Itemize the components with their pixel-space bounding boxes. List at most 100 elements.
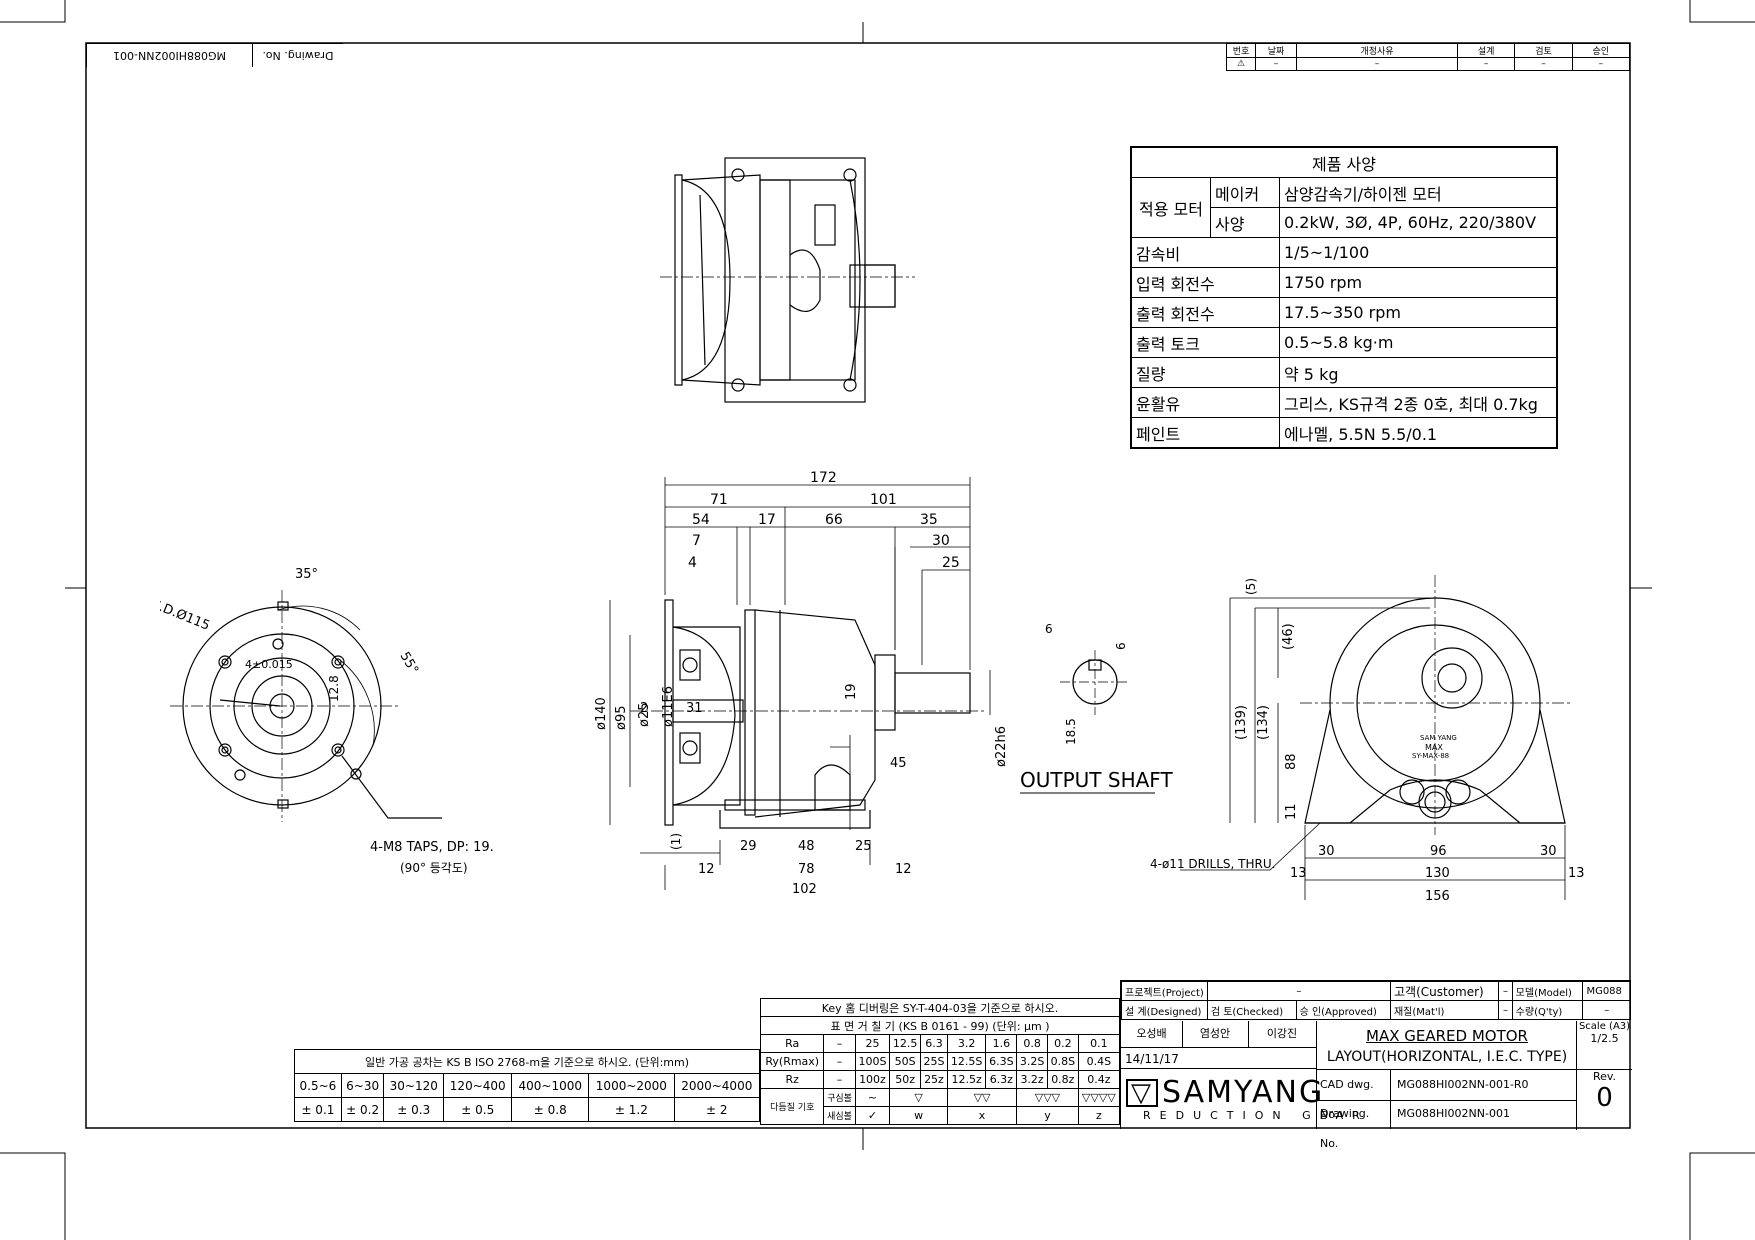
rz-cell: 50z bbox=[889, 1070, 922, 1089]
old-symbol: ▽▽▽ bbox=[1016, 1088, 1079, 1107]
model-value: MG088 bbox=[1582, 981, 1631, 1001]
dim-45: 45 bbox=[890, 756, 907, 771]
revision-table: 번호 날짜 개정사유 설계 검토 승인 ⚠ – – – – – bbox=[1226, 43, 1631, 71]
qty-label: 수량(Q'ty) bbox=[1511, 1000, 1584, 1020]
dim-96: 96 bbox=[1430, 844, 1447, 859]
spec-row-label: 출력 토크 bbox=[1130, 327, 1280, 358]
spec-row-label: 입력 회전수 bbox=[1130, 267, 1280, 298]
rz-cell: 0.8z bbox=[1046, 1070, 1079, 1089]
dim-13a: 13 bbox=[1290, 866, 1307, 881]
rz-cell: 0.4z bbox=[1077, 1070, 1121, 1089]
rev-cell: – bbox=[1456, 57, 1516, 71]
angle-35-label: 35° bbox=[295, 567, 318, 582]
spec-spec-value: 0.2kW, 3Ø, 4P, 60Hz, 220/380V bbox=[1279, 207, 1558, 238]
output-shaft-detail: 6 6 18.5 OUTPUT SHAFT bbox=[1020, 622, 1173, 794]
old-symbol-label: 구심볼 bbox=[823, 1088, 856, 1107]
rz-cell: 25z bbox=[920, 1070, 948, 1089]
rev-header-check: 검토 bbox=[1514, 43, 1573, 58]
badge-line-2: MAX bbox=[1425, 743, 1443, 752]
scale-box: Scale (A3) 1/2.5 bbox=[1576, 1021, 1632, 1069]
tol-range: 30~120 bbox=[383, 1073, 445, 1098]
ry-cell: 25S bbox=[920, 1052, 948, 1071]
shaft-key-depth: 6 bbox=[1114, 642, 1128, 650]
dim-140: ø140 bbox=[594, 697, 609, 730]
dim-11e6: ø11E6 bbox=[661, 686, 676, 727]
cad-row: CAD dwg. No. MG088HI002NN-001-R0 bbox=[1316, 1069, 1577, 1121]
dim-88: 88 bbox=[1284, 753, 1299, 770]
old-symbol: ▽▽ bbox=[946, 1088, 1018, 1107]
tol-value: ± 1.2 bbox=[588, 1097, 675, 1122]
tolerance-note: 일반 가공 공차는 KS B ISO 2768-m을 기준으로 하시오. (단위… bbox=[294, 1049, 760, 1074]
spec-title: 제품 사양 bbox=[1130, 146, 1558, 178]
dim-102: 102 bbox=[792, 882, 817, 895]
new-symbol: y bbox=[1016, 1106, 1079, 1125]
dwg-value: MG088HI002NN-001 bbox=[1397, 1107, 1510, 1120]
drawing-title-line2: LAYOUT(HORIZONTAL, I.E.C. TYPE) bbox=[1326, 1049, 1568, 1065]
tol-range: 0.5~6 bbox=[294, 1073, 342, 1098]
rev-cell: – bbox=[1255, 57, 1297, 71]
output-shaft-title: OUTPUT SHAFT bbox=[1020, 768, 1173, 792]
tol-value: ± 0.1 bbox=[294, 1097, 342, 1122]
ry-cell: – bbox=[823, 1052, 856, 1071]
tol-range: 120~400 bbox=[443, 1073, 513, 1098]
rev-cell: ⚠ bbox=[1226, 57, 1256, 71]
rev-header-no: 번호 bbox=[1226, 43, 1256, 58]
material-label: 재질(Mat'l) bbox=[1389, 1000, 1500, 1020]
spec-maker-value: 삼양감속기/하이젠 모터 bbox=[1279, 177, 1558, 208]
drawing-title-line1: MAX GEARED MOTOR bbox=[1366, 1027, 1528, 1045]
qty-value: – bbox=[1582, 1000, 1631, 1020]
angle-55-label: 55° bbox=[397, 650, 422, 677]
old-symbol: ▽ bbox=[889, 1088, 948, 1107]
dim-29: 29 bbox=[740, 839, 757, 854]
spec-maker-label: 메이커 bbox=[1210, 177, 1280, 208]
material-value: – bbox=[1498, 1000, 1513, 1020]
new-symbol: x bbox=[946, 1106, 1018, 1125]
ra-cell: – bbox=[823, 1034, 856, 1053]
ra-label: Ra bbox=[759, 1034, 825, 1053]
dim-78: 78 bbox=[798, 862, 815, 877]
dim-25: 25 bbox=[942, 555, 960, 571]
dim-101: 101 bbox=[870, 492, 897, 508]
taps-sub-label: (90° 등각도) bbox=[400, 861, 468, 875]
rev-label: Rev. bbox=[1592, 1070, 1617, 1083]
dim-25b: 25 bbox=[855, 839, 872, 854]
rz-cell: 3.2z bbox=[1016, 1070, 1048, 1089]
dim-54: 54 bbox=[692, 512, 710, 528]
ra-cell: 12.5 bbox=[889, 1034, 922, 1053]
rz-label: Rz bbox=[759, 1070, 825, 1089]
top-view-drawing bbox=[660, 157, 915, 403]
dim-66: 66 bbox=[825, 512, 843, 528]
spec-row-value: 17.5~350 rpm bbox=[1279, 297, 1558, 328]
checker-name: 염성안 bbox=[1182, 1021, 1249, 1047]
brand-badge: SAM YANG MAX SY-MAX-88 bbox=[1412, 734, 1457, 760]
spec-row-label: 출력 회전수 bbox=[1130, 297, 1280, 328]
dim-48: 48 bbox=[798, 839, 815, 854]
dim-172: 172 bbox=[810, 470, 837, 486]
dwg-row: Drawing. No. MG088HI002NN-001 bbox=[1316, 1099, 1577, 1150]
dim-71: 71 bbox=[710, 492, 728, 508]
dim-156: 156 bbox=[1425, 889, 1450, 904]
drawing-title: MAX GEARED MOTOR LAYOUT(HORIZONTAL, I.E.… bbox=[1316, 1021, 1577, 1069]
scale-value: 1/2.5 bbox=[1590, 1032, 1619, 1045]
drawing-no-value: MG088HI002NN-001 bbox=[113, 49, 226, 62]
drills-label: 4-ø11 DRILLS, THRU. bbox=[1150, 857, 1275, 871]
side-section-drawing: 172 71 101 54 17 66 35 30 25 7 4 ø140 ø9… bbox=[594, 470, 1009, 895]
revision-header-row: 번호 날짜 개정사유 설계 검토 승인 bbox=[1226, 43, 1631, 58]
spec-row-value: 약 5 kg bbox=[1279, 357, 1558, 388]
spec-motor-label: 적용 모터 bbox=[1130, 177, 1211, 238]
new-symbol: z bbox=[1077, 1106, 1121, 1125]
drawing-number-stamp: Drawing. No. MG088HI002NN-001 bbox=[86, 43, 343, 67]
tol-range: 2000~4000 bbox=[673, 1073, 761, 1098]
approver-name: 이강진 bbox=[1248, 1021, 1317, 1047]
shaft-depth: 18.5 bbox=[1064, 718, 1078, 745]
dim-13b: 13 bbox=[1568, 866, 1585, 881]
dim-95: ø95 bbox=[614, 706, 629, 731]
roughness-table: Key 홈 디버링은 SY-T-404-03을 기준으로 하시오. 표 면 거 … bbox=[759, 998, 1121, 1125]
badge-line-1: SAM YANG bbox=[1420, 734, 1457, 742]
tol-value: ± 2 bbox=[673, 1097, 761, 1122]
old-symbol: ▽▽▽▽ bbox=[1077, 1088, 1121, 1107]
dim-5: (5) bbox=[1244, 578, 1258, 595]
designed-label: 설 계(Designed) bbox=[1121, 1000, 1208, 1020]
project-label: 프로젝트(Project) bbox=[1121, 981, 1208, 1001]
product-spec-table: 제품 사양 적용 모터 메이커 삼양감속기/하이젠 모터 사양 0.2kW, 3… bbox=[1130, 146, 1558, 449]
